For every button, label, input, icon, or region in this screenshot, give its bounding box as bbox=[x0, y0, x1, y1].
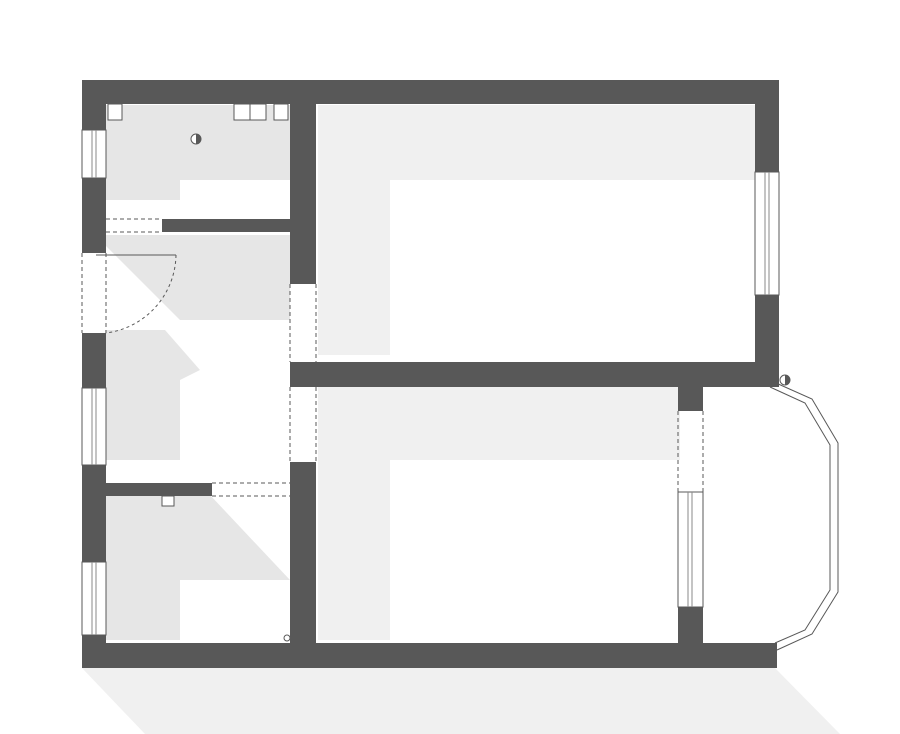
entry-door bbox=[96, 254, 177, 334]
wall-left-4 bbox=[82, 465, 106, 562]
socket-icon bbox=[779, 374, 791, 386]
fixture-toilet-room bbox=[161, 495, 175, 507]
bathroom-partition bbox=[162, 219, 290, 232]
fixture-top-left bbox=[107, 103, 123, 121]
window-left-2 bbox=[81, 387, 107, 466]
partition-vertical-upper bbox=[290, 104, 316, 284]
wall-right-1 bbox=[755, 80, 779, 172]
windows-left bbox=[81, 129, 107, 636]
exterior-walls bbox=[82, 80, 779, 668]
wall-bottom bbox=[82, 643, 777, 668]
window-right bbox=[754, 171, 780, 296]
window-loggia-inner bbox=[677, 491, 704, 608]
loggia-inner-window bbox=[677, 411, 704, 608]
loggia-pier-top bbox=[678, 387, 703, 411]
shadows bbox=[82, 105, 840, 734]
partition-vertical-lower bbox=[290, 462, 316, 643]
wall-top bbox=[82, 80, 779, 104]
wall-left-1 bbox=[82, 80, 106, 130]
window-left-3 bbox=[81, 561, 107, 636]
openings bbox=[81, 218, 317, 497]
toilet-partition bbox=[106, 483, 212, 496]
loggia-pier-bottom bbox=[678, 607, 703, 643]
loggia-bay bbox=[769, 382, 839, 651]
window-left-1 bbox=[81, 129, 107, 179]
socket-icon bbox=[283, 634, 291, 642]
partition-horizontal-middle bbox=[290, 362, 779, 387]
fixtures bbox=[107, 103, 289, 507]
entry-jamb bbox=[96, 340, 106, 380]
fixture-top-right bbox=[273, 103, 289, 121]
fixture-top-mid-2 bbox=[249, 103, 267, 121]
fixture-top-mid bbox=[233, 103, 251, 121]
window-right-1 bbox=[754, 171, 780, 296]
socket-icon bbox=[190, 133, 202, 145]
wall-left-5 bbox=[82, 635, 106, 668]
interior-walls bbox=[106, 104, 779, 643]
sockets bbox=[190, 133, 791, 642]
wall-left-2 bbox=[82, 178, 106, 253]
